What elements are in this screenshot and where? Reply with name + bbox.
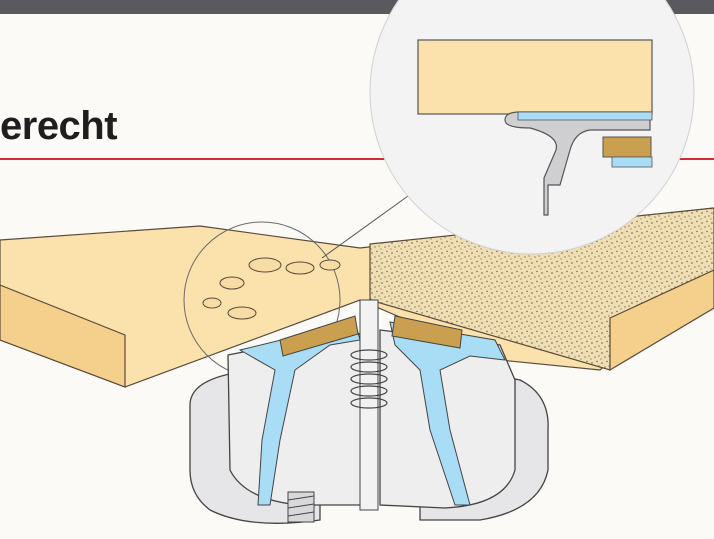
page-title: erecht bbox=[0, 104, 118, 148]
leader-line bbox=[321, 195, 409, 259]
clamping-element bbox=[189, 299, 549, 524]
title-rule bbox=[0, 158, 714, 160]
detail-marker-circle bbox=[183, 221, 341, 379]
zoom-detail bbox=[369, 0, 695, 255]
